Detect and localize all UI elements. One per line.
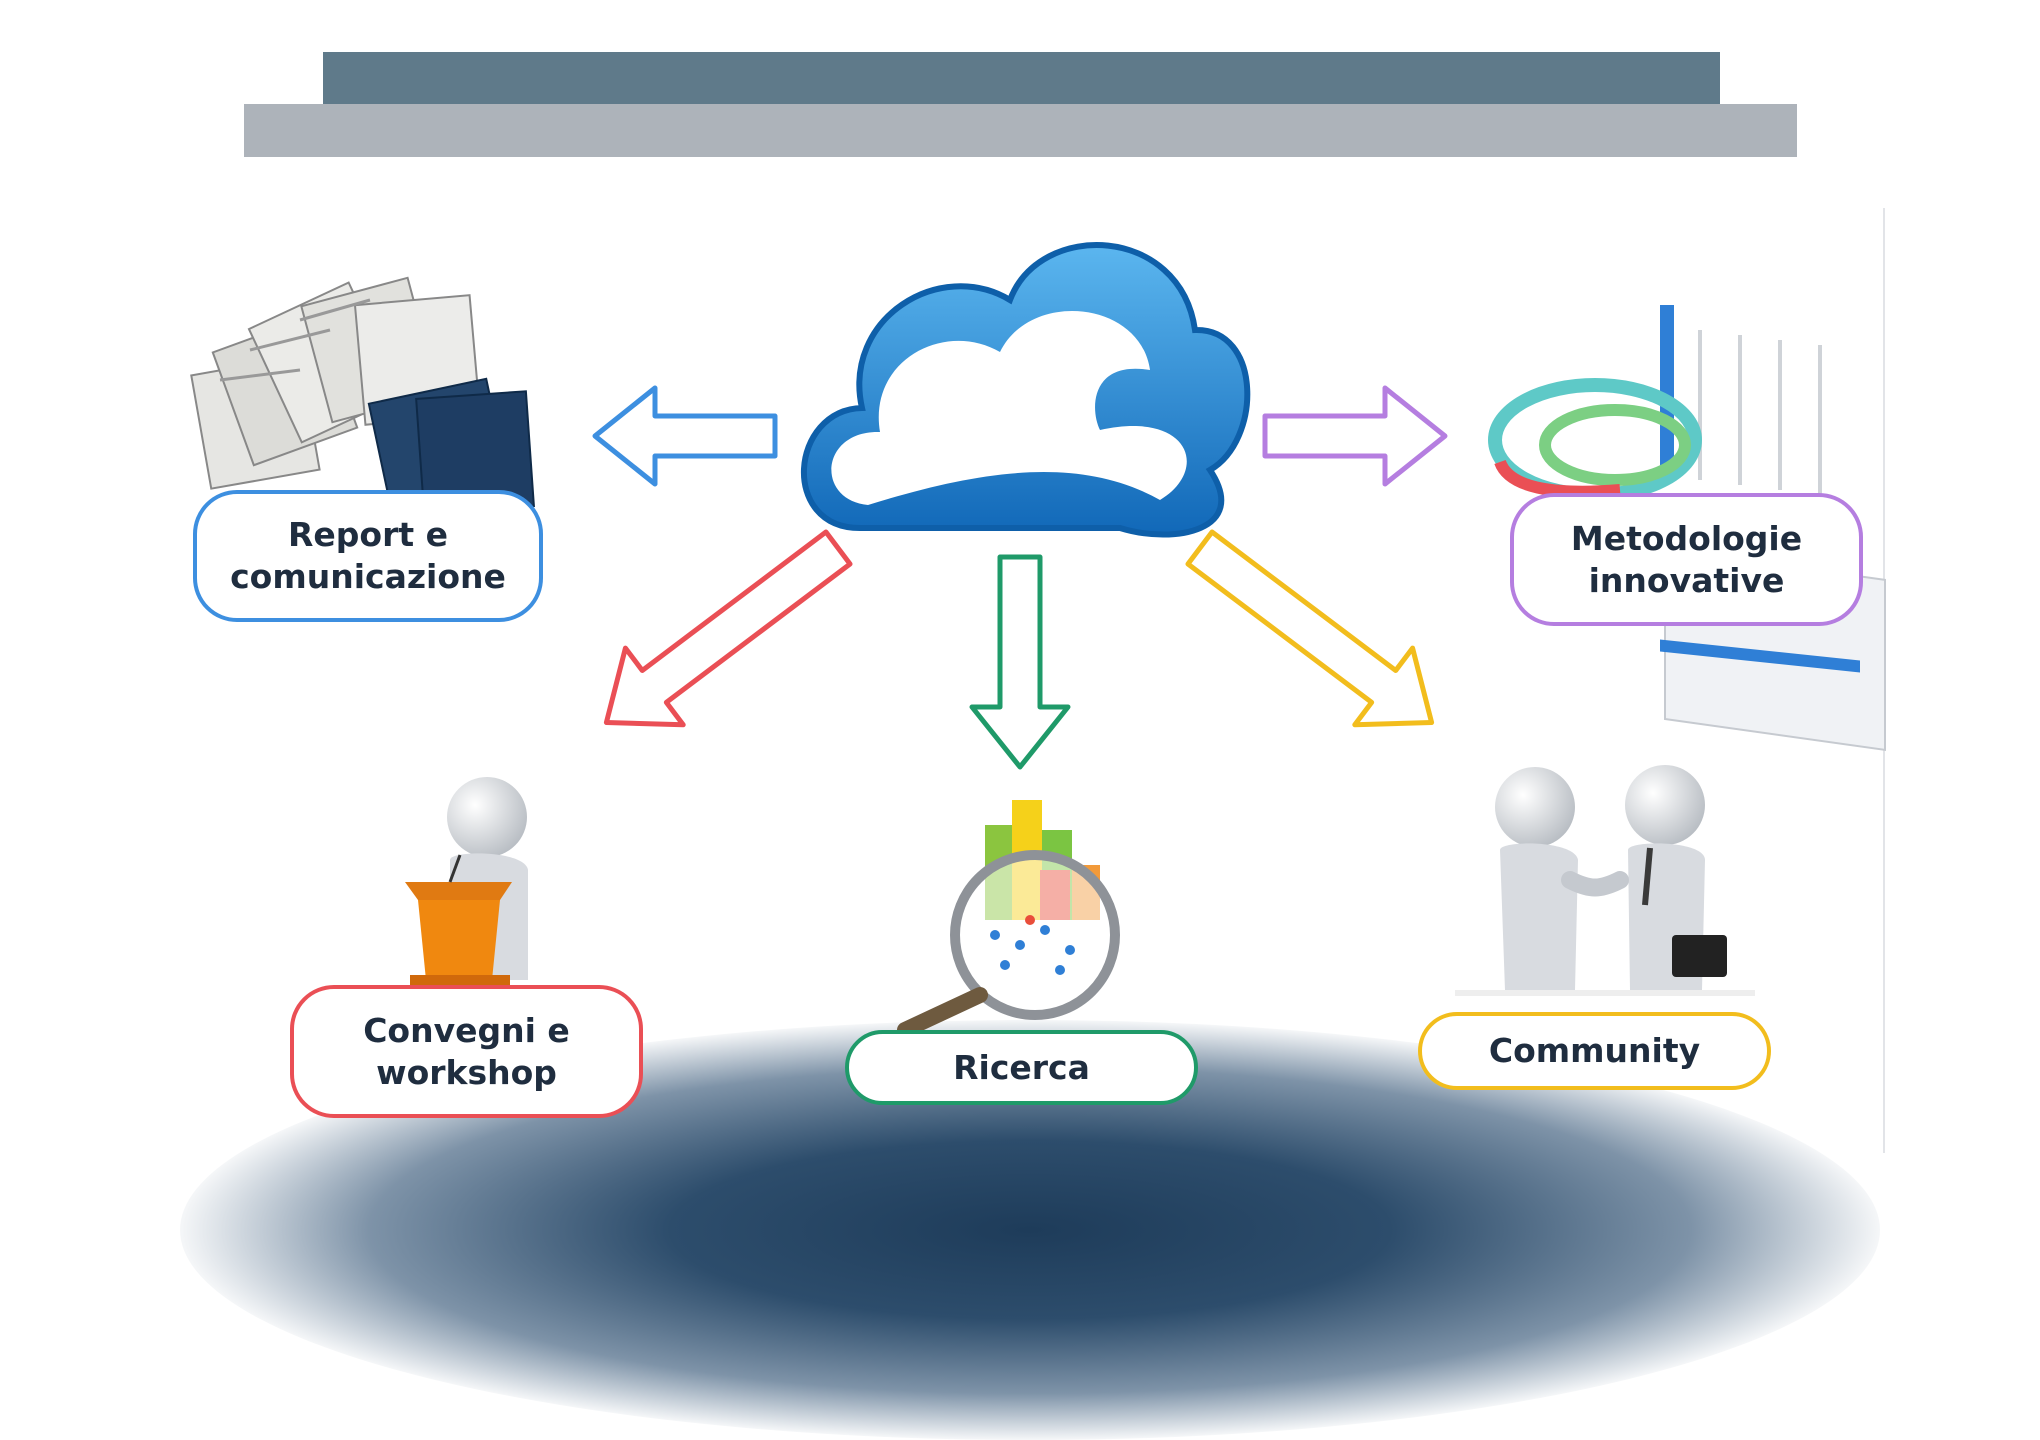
node-metodologie-label: Metodologie innovative — [1570, 518, 1803, 600]
speaker-illustration — [405, 777, 528, 987]
node-ricerca-label: Ricerca — [953, 1047, 1090, 1087]
node-convegni-label: Convegni e workshop — [363, 1010, 570, 1092]
node-report: Report e comunicazione — [193, 490, 543, 622]
node-convegni: Convegni e workshop — [290, 985, 643, 1118]
newspapers-illustration — [190, 276, 535, 523]
arrow-downright-yellow — [1185, 529, 1435, 728]
research-illustration — [897, 800, 1120, 1038]
node-community: Community — [1418, 1012, 1771, 1090]
diagram-canvas — [190, 242, 1886, 1038]
arrow-downleft-red — [603, 529, 853, 728]
arrow-down-green — [969, 554, 1071, 770]
header-bar-light — [244, 104, 1797, 157]
node-community-label: Community — [1488, 1031, 1701, 1070]
handshake-illustration — [1455, 765, 1755, 996]
arrow-right-purple — [1262, 385, 1448, 487]
node-report-label: Report e comunicazione — [230, 515, 506, 596]
cloud-icon — [800, 242, 1251, 538]
node-metodologie: Metodologie innovative — [1510, 493, 1863, 626]
arrow-left-blue — [592, 385, 778, 487]
header-bar-dark — [323, 52, 1720, 104]
node-ricerca: Ricerca — [845, 1030, 1198, 1105]
